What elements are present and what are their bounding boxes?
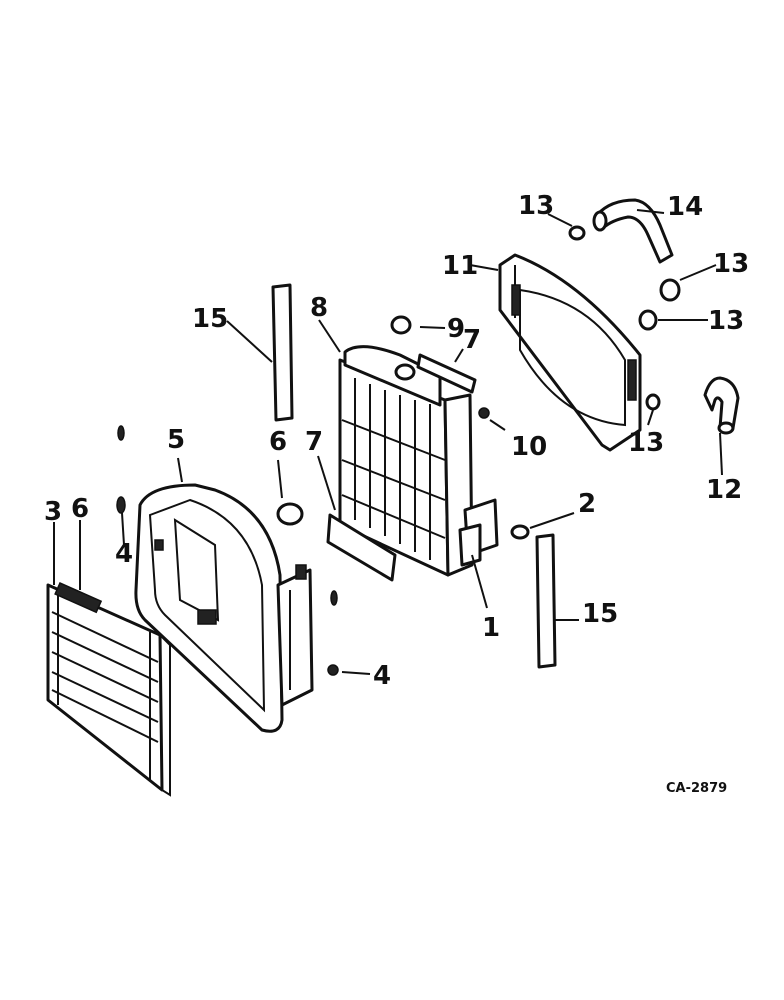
hood-support [134,483,314,733]
grille [46,582,171,797]
small-parts [116,315,530,676]
upper-hose [592,198,674,264]
fan-shroud [498,253,642,452]
callout-15a: 15 [192,304,228,334]
callout-12: 12 [706,475,742,505]
callout-13a: 13 [518,191,554,221]
callout-6a: 6 [71,494,89,524]
callout-13c: 13 [708,306,744,336]
callout-15b: 15 [582,599,618,629]
lower-hose [703,376,740,435]
callout-13d: 13 [628,428,664,458]
callout-2: 2 [578,489,596,519]
callout-14: 14 [667,192,703,222]
callout-1: 1 [482,613,500,643]
callout-4a: 4 [115,539,133,569]
drawing-code: CA-2879 [666,781,727,796]
callout-7b: 7 [305,427,323,457]
callout-3: 3 [44,497,62,527]
callout-4b: 4 [373,661,391,691]
hose-clamp [568,225,681,411]
callout-labels: 1 2 3 4 4 5 6 6 7 7 8 9 10 11 12 13 13 1… [44,191,749,691]
callout-8: 8 [310,293,328,323]
baffle [326,353,477,582]
callout-6b: 6 [269,427,287,457]
callout-5: 5 [167,425,185,455]
radiator [338,345,499,577]
seal-strip [271,283,557,669]
callout-10: 10 [511,432,547,462]
leader-lines [53,209,723,675]
callout-11: 11 [442,251,478,281]
callout-13b: 13 [713,249,749,279]
callout-7a: 7 [463,325,481,355]
callout-9: 9 [447,314,465,344]
